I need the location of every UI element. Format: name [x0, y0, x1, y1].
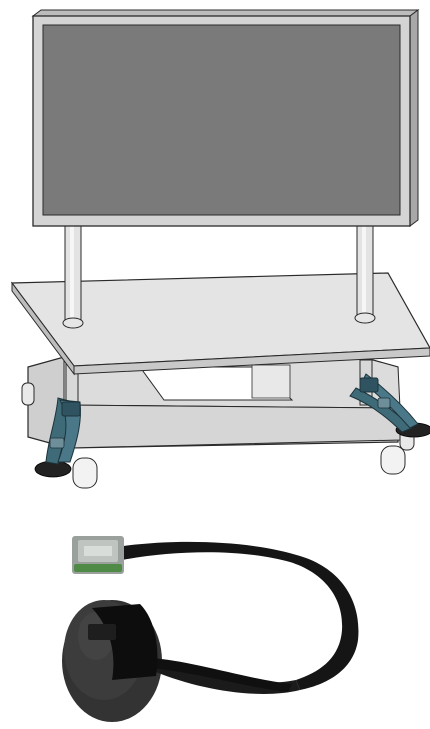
caster-wheel — [22, 383, 34, 405]
tv-cart-drawing — [12, 10, 430, 488]
display-monitor — [33, 10, 418, 226]
caster-wheel — [381, 446, 405, 474]
monitor-screen — [43, 25, 400, 215]
strap-anchor-photo — [62, 536, 358, 722]
caster-wheel — [73, 458, 97, 488]
strap-buckle — [72, 536, 124, 574]
